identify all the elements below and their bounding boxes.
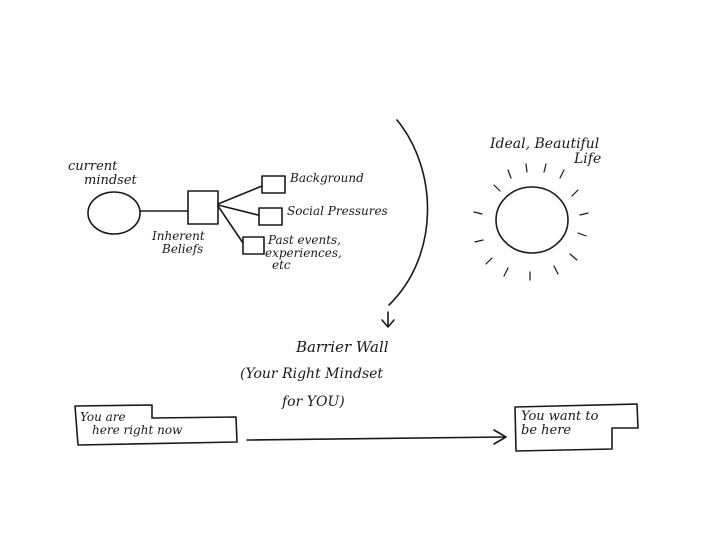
current-mindset-line2: mindset: [84, 172, 137, 188]
current-mindset-line1: current: [68, 159, 118, 174]
current-mindset-circle: [87, 191, 141, 235]
branch-background-line: [217, 185, 263, 205]
inherent-beliefs-label: Inherent Beliefs: [152, 230, 205, 255]
barrier-wall-curve: [388, 119, 429, 306]
social-pressures-label: Social Pressures: [287, 204, 388, 218]
past-events-line1: Past events,: [268, 233, 341, 247]
barrier-wall-subtitle: (Your Right Mindset: [240, 366, 384, 382]
ideal-life-sun: [495, 186, 569, 254]
branch-social-line: [217, 204, 259, 216]
social-pressures-box: [258, 207, 283, 226]
background-box: [261, 175, 286, 194]
barrier-down-arrow: [381, 311, 395, 328]
sun-rays: [473, 163, 589, 281]
past-events-line2: experiences,: [265, 245, 342, 260]
current-mindset-label: current mindset: [68, 160, 137, 187]
ideal-life-label: Ideal, Beautiful Life: [490, 137, 601, 166]
barrier-wall-title: Barrier Wall: [296, 338, 389, 356]
past-events-line3: etc: [272, 258, 291, 273]
barrier-wall-subtitle-2: for YOU): [282, 394, 345, 410]
you-want-here-line2: be here: [521, 422, 572, 438]
ideal-life-line1: Ideal, Beautiful: [490, 136, 600, 152]
inherent-beliefs-box: [187, 190, 219, 225]
you-want-here-label: You want to be here: [521, 410, 598, 437]
past-events-label: Past events, experiences, etc: [265, 233, 342, 273]
branch-past-line: [217, 205, 244, 244]
ideal-life-line2: Life: [574, 150, 602, 167]
journey-arrow-head: [493, 429, 507, 445]
you-are-here-line1: You are: [80, 410, 126, 424]
background-label: Background: [290, 171, 364, 185]
you-want-here-line1: You want to: [521, 409, 599, 424]
inherent-beliefs-line2: Beliefs: [162, 241, 204, 256]
inherent-beliefs-line1: Inherent: [152, 229, 205, 243]
you-are-here-label: You are here right now: [80, 411, 182, 436]
journey-arrow-line: [246, 436, 506, 441]
you-are-here-line2: here right now: [92, 422, 183, 437]
past-events-box: [242, 236, 265, 255]
you-want-here-box: [514, 403, 639, 452]
you-are-here-box: [74, 404, 238, 446]
